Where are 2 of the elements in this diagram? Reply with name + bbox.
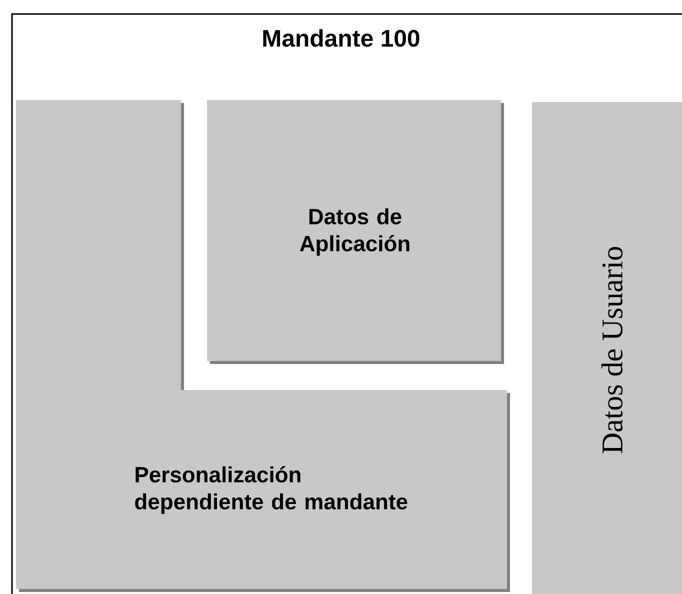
block: Datos de Usuario	[532, 102, 682, 594]
block: Datos de Aplicación	[207, 100, 504, 364]
